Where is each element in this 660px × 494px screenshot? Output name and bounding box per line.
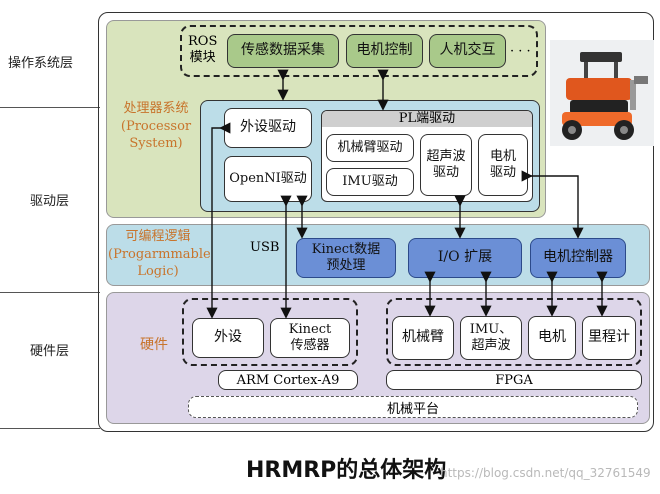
hw-title: 硬件 xyxy=(140,337,168,353)
io-expansion-box[interactable]: I/O 扩展 xyxy=(408,238,522,278)
robot-illustration xyxy=(550,40,654,146)
connector-peripheral xyxy=(206,122,231,319)
arm-cortex-bar: ARM Cortex-A9 xyxy=(218,370,358,390)
layer-label-driver: 驱动层 xyxy=(30,194,70,209)
fpga-dashed xyxy=(386,298,642,366)
peripheral-hw-box[interactable]: 外设 xyxy=(192,318,264,358)
layer-label-hardware: 硬件层 xyxy=(30,344,70,359)
outer-frame xyxy=(98,12,654,432)
odometer-hw-box[interactable]: 里程计 xyxy=(582,316,636,360)
watermark-text: https://blog.csdn.net/qq_32761549 xyxy=(440,466,651,480)
connector-motor xyxy=(521,170,584,239)
kinect-preprocess-box[interactable]: Kinect数据 预处理 xyxy=(296,238,396,278)
ros-node-motor[interactable]: 电机控制 xyxy=(346,34,423,68)
usb-label: USB xyxy=(250,240,280,255)
fpga-bar: FPGA xyxy=(386,370,642,390)
ultrasonic-driver-box[interactable]: 超声波 驱动 xyxy=(420,134,472,196)
imu-ultrasonic-hw-box[interactable]: IMU、 超声波 xyxy=(460,316,522,360)
ros-label: ROS 模块 xyxy=(188,34,218,65)
processor-system-title: 处理器系统 (Processor System) xyxy=(120,101,192,152)
imu-driver-box[interactable]: IMU驱动 xyxy=(326,168,414,196)
mechanical-platform-label: 机械平台 xyxy=(386,401,439,417)
layer-label-os: 操作系统层 xyxy=(8,56,74,71)
peripheral-driver-box[interactable]: 外设驱动 xyxy=(224,108,312,148)
diagram-caption: HRMRP的总体架构 xyxy=(246,458,447,483)
motor-driver-box[interactable]: 电机 驱动 xyxy=(478,134,528,196)
separator-driver-hardware xyxy=(0,292,100,293)
ros-module-container xyxy=(180,25,538,77)
ros-node-hmi[interactable]: 人机交互 xyxy=(429,34,506,68)
motor-hw-box[interactable]: 电机 xyxy=(528,316,576,360)
openni-driver-box[interactable]: OpenNI驱动 xyxy=(224,156,312,202)
pl-title: 可编程逻辑 (Progarmmable Logic) xyxy=(108,229,211,280)
arm-cortex-dashed xyxy=(182,298,358,366)
ros-node-sensor[interactable]: 传感数据采集 xyxy=(227,34,339,68)
mechanical-platform-bar: 机械平台 xyxy=(188,396,638,418)
separator-bottom xyxy=(0,428,100,429)
separator-os-driver xyxy=(0,107,100,108)
pl-driver-title: PL端驱动 xyxy=(322,111,532,127)
ros-ellipsis: · · · xyxy=(510,44,531,59)
kinect-sensor-box[interactable]: Kinect 传感器 xyxy=(270,318,350,358)
arm-hw-box[interactable]: 机械臂 xyxy=(392,316,454,360)
arm-driver-box[interactable]: 机械臂驱动 xyxy=(326,134,414,162)
robot-photo xyxy=(550,40,654,146)
